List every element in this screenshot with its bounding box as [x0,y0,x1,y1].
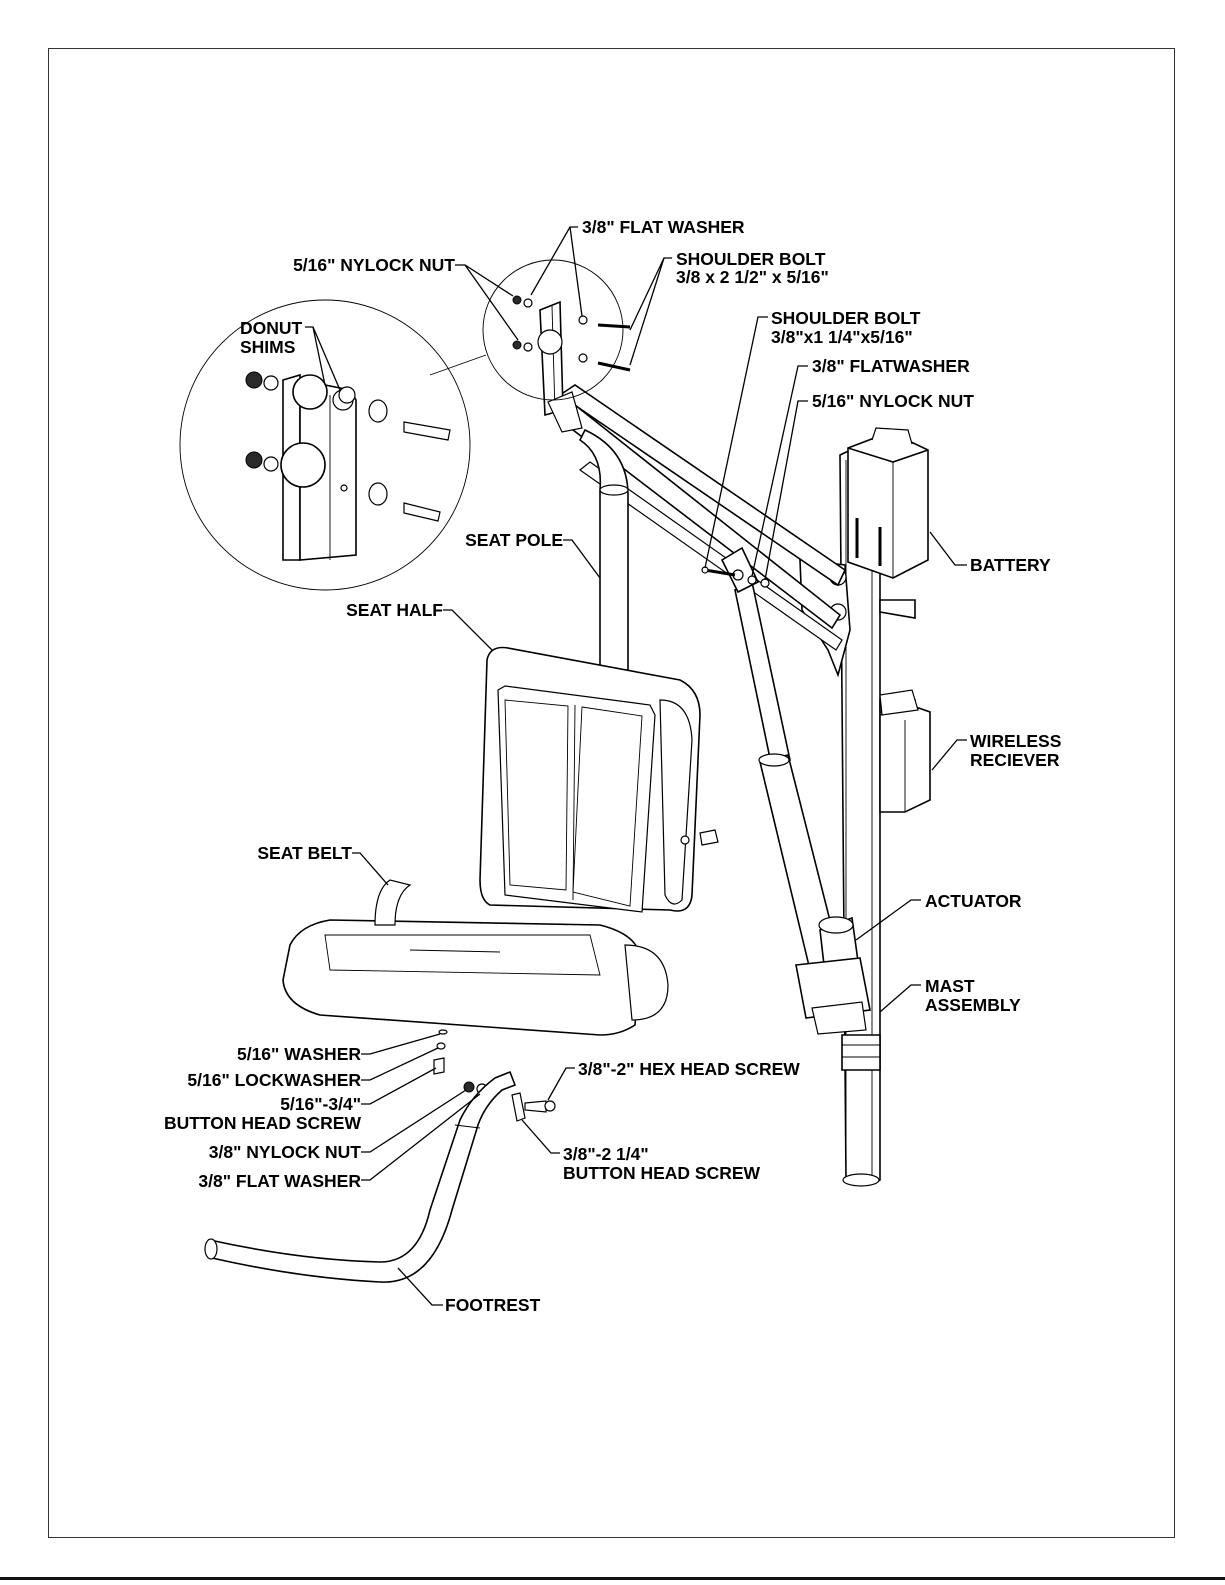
actuator [701,546,871,1035]
label-footrest: FOOTREST [445,1295,541,1315]
leader-lines [305,226,967,1306]
detail-callout [179,259,624,591]
battery [847,427,929,579]
label-seat-half: SEAT HALF [346,600,443,620]
label-nylock-nut-top: 5/16" NYLOCK NUT [293,255,455,275]
mast-assembly [799,439,916,1187]
footrest [204,1070,517,1283]
label-flat-washer-top: 3/8" FLAT WASHER [582,217,745,237]
label-hex-head-screw: 3/8"-2" HEX HEAD SCREW [578,1059,800,1079]
seat-hardware [433,1029,556,1122]
label-nylock-nut-bottom: 3/8" NYLOCK NUT [209,1142,362,1162]
label-shoulder-bolt-mid-size: 3/8"x1 1/4"x5/16" [771,327,913,347]
callout-labels: 3/8" FLAT WASHER 5/16" NYLOCK NUT SHOULD… [164,217,1061,1315]
label-mast-assembly-2: ASSEMBLY [925,995,1021,1015]
label-actuator: ACTUATOR [925,891,1022,911]
label-mast-assembly: MAST [925,976,975,996]
drawing-border [48,48,1175,1538]
label-flat-washer-bottom: 3/8" FLAT WASHER [198,1171,361,1191]
seat [282,646,719,1036]
label-battery: BATTERY [970,555,1051,575]
label-shoulder-bolt-top-size: 3/8 x 2 1/2" x 5/16" [676,267,829,287]
label-lockwasher-516: 5/16" LOCKWASHER [187,1070,361,1090]
label-seat-pole: SEAT POLE [465,530,563,550]
label-nylock-nut-mid: 5/16" NYLOCK NUT [812,391,974,411]
label-donut-shims: DONUT [240,318,303,338]
label-flatwasher-mid: 3/8" FLATWASHER [812,356,970,376]
label-button-screw-34: 5/16"-3/4" [280,1094,361,1114]
label-button-screw-34-2: BUTTON HEAD SCREW [164,1113,362,1133]
label-button-screw-214-2: BUTTON HEAD SCREW [563,1163,761,1183]
wireless-receiver [879,689,931,813]
label-donut-shims-2: SHIMS [240,337,295,357]
label-wireless-receiver-2: RECIEVER [970,750,1060,770]
label-button-screw-214: 3/8"-2 1/4" [563,1144,649,1164]
label-washer-516: 5/16" WASHER [237,1044,361,1064]
label-shoulder-bolt-top: SHOULDER BOLT [676,249,826,269]
label-seat-belt: SEAT BELT [257,843,352,863]
label-wireless-receiver: WIRELESS [970,731,1061,751]
seat-pole [512,295,631,671]
label-shoulder-bolt-mid: SHOULDER BOLT [771,308,921,328]
bottom-rule [0,1577,1225,1580]
